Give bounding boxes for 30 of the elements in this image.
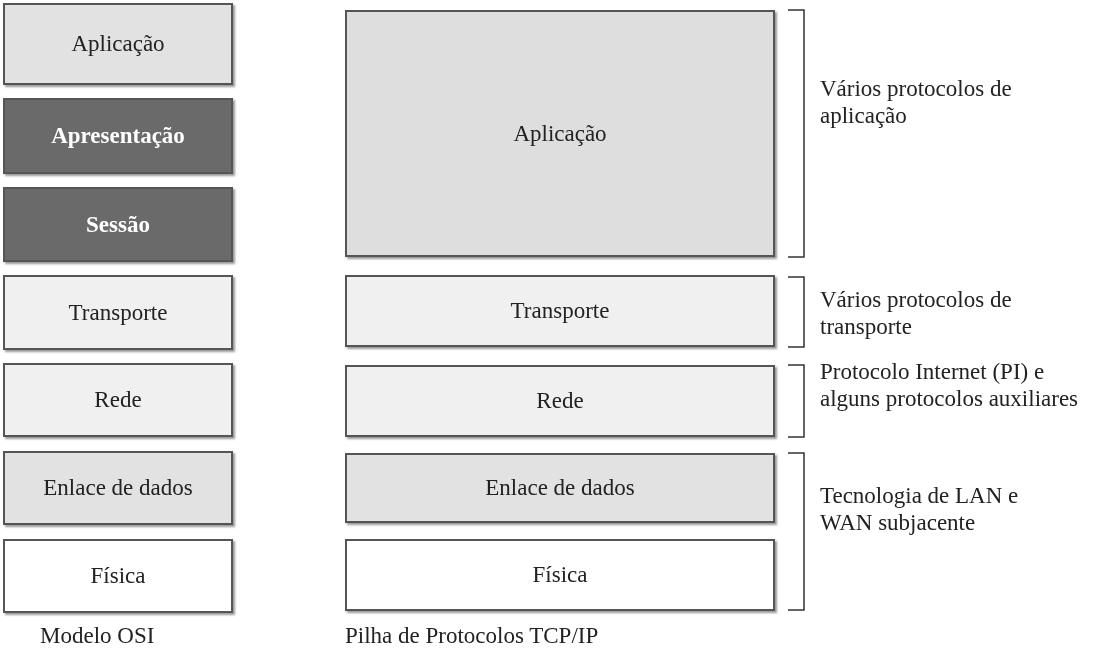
bracket-note: Protocolo Internet (PI) e alguns protocolos auxiliares [820,358,1080,412]
layer-name: Rede [536,388,584,414]
layer-box [3,363,233,437]
layer-name: Enlace de dados [43,475,193,501]
layer-name: Física [532,562,588,588]
layer-box [345,539,775,611]
layer-box [3,3,233,85]
layer-name: Aplicação [513,120,607,147]
layer-box [345,10,775,257]
layer-box [3,539,233,613]
layer-box [345,453,775,523]
layer-name: Transporte [510,298,610,324]
layer-box [3,98,233,174]
bracket-note: Tecnologia de LAN e WAN subjacente [820,482,1020,536]
layer-box [3,187,233,262]
layer-box [3,275,233,350]
bracket-note: Vários protocolos de transporte [820,286,1013,340]
layer-name: Física [90,563,146,589]
layer-box [345,365,775,437]
layer-name: Transporte [68,299,168,326]
column-caption: Pilha de Protocolos TCP/IP [345,622,600,649]
layer-name: Enlace de dados [485,475,635,501]
layer-box [345,275,775,347]
layer-name: Rede [94,387,142,413]
layer-name: Sessão [86,211,150,238]
bracket-note: Vários protocolos de aplicação [820,75,1013,129]
layer-name: Apresentação [51,123,185,149]
column-caption: Modelo OSI [40,622,156,649]
layer-box [3,451,233,525]
layer-name: Aplicação [71,31,165,57]
